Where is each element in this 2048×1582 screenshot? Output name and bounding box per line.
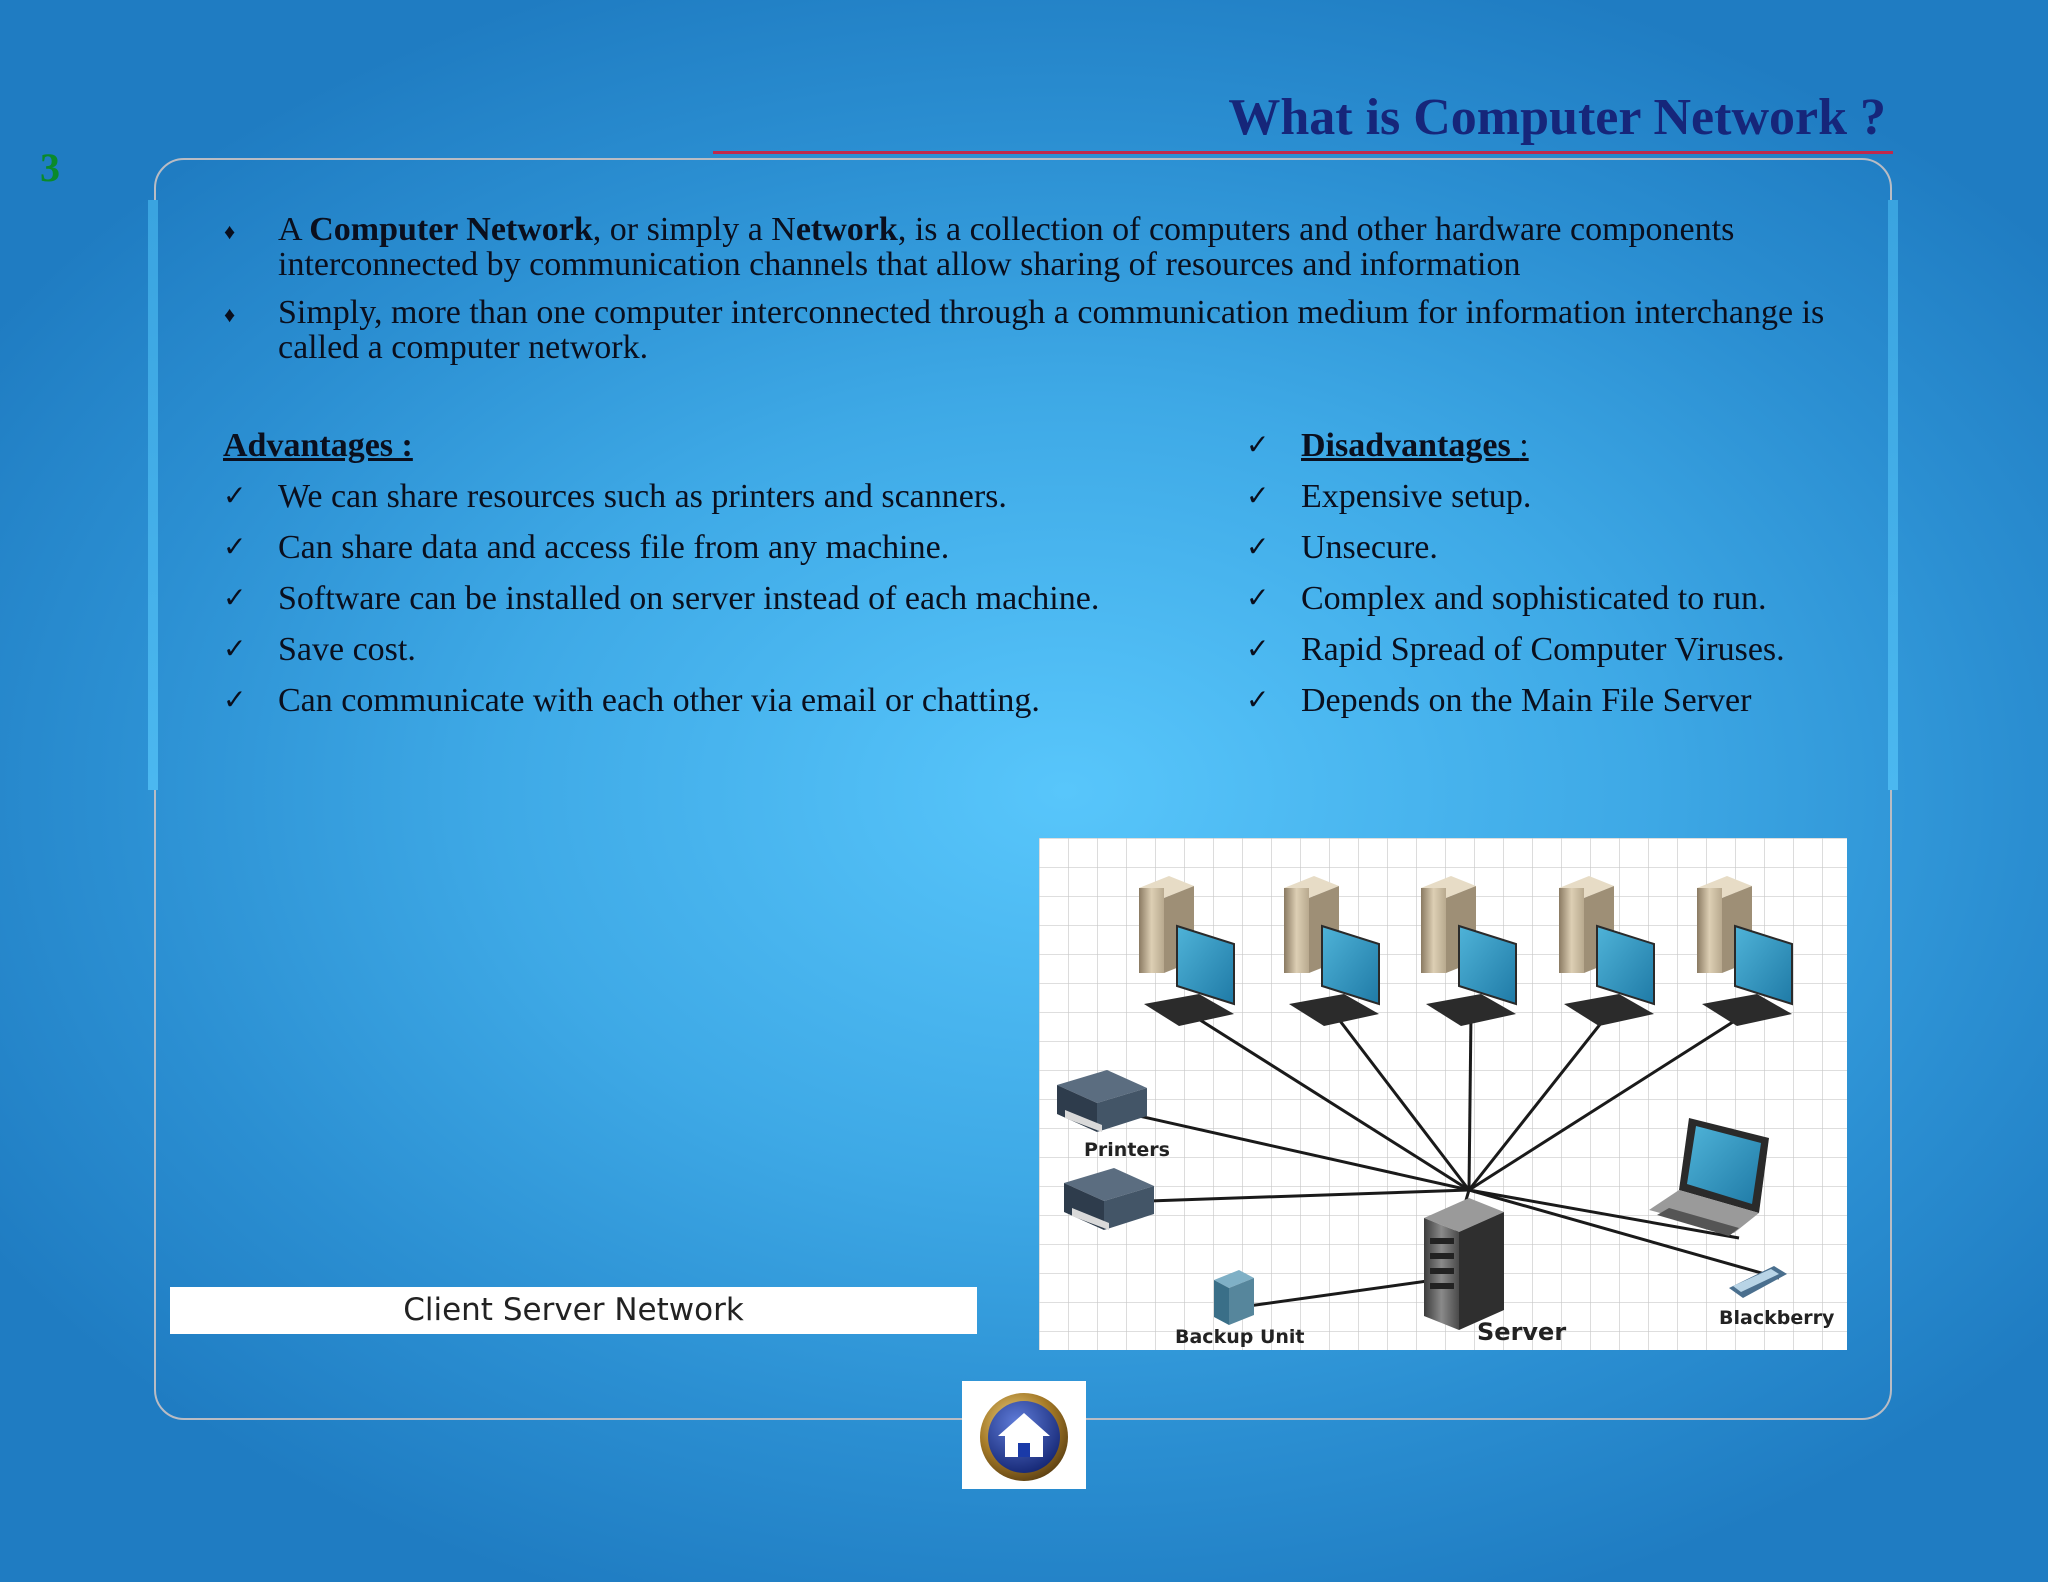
- server-icon: [1424, 1198, 1504, 1330]
- backup-unit-label: Backup Unit: [1175, 1326, 1305, 1348]
- checkmark-icon: ✓: [1246, 532, 1270, 563]
- intro-bullets: ♦ A Computer Network, or simply a Network…: [220, 212, 1850, 378]
- printers-label: Printers: [1084, 1139, 1170, 1161]
- diamond-bullet-icon: ♦: [224, 302, 236, 327]
- checkmark-icon: ✓: [223, 634, 247, 665]
- advantage-item: ✓Save cost.: [223, 629, 1203, 680]
- printer-icon: [1057, 1070, 1147, 1132]
- diagram-caption: Client Server Network: [170, 1287, 977, 1334]
- disadvantages-heading: ✓Disadvantages :: [1246, 425, 1886, 476]
- workstation-icon: [1139, 876, 1235, 1026]
- disadvantage-item: ✓Rapid Spread of Computer Viruses.: [1246, 629, 1886, 680]
- frame-gap-right: [1888, 200, 1898, 790]
- advantage-item: ✓We can share resources such as printers…: [223, 476, 1203, 527]
- backup-unit-icon: [1214, 1270, 1254, 1325]
- checkmark-icon: ✓: [223, 532, 247, 563]
- printer-icon: [1064, 1168, 1154, 1230]
- checkmark-icon: ✓: [223, 583, 247, 614]
- advantages-heading: Advantages :: [223, 427, 413, 464]
- checkmark-icon: ✓: [1246, 634, 1270, 665]
- advantage-item: ✓Can communicate with each other via ema…: [223, 680, 1203, 731]
- disadvantages-list: ✓Disadvantages : ✓Expensive setup. ✓Unse…: [1246, 425, 1886, 731]
- server-label: Server: [1477, 1318, 1566, 1346]
- laptop-icon: [1649, 1118, 1769, 1236]
- disadvantage-item: ✓Complex and sophisticated to run.: [1246, 578, 1886, 629]
- slide-title: What is Computer Network ?: [1228, 89, 1886, 146]
- intro-bullet: ♦ Simply, more than one computer intercon…: [220, 295, 1850, 365]
- workstation-icon: [1421, 876, 1517, 1026]
- disadvantage-item: ✓Depends on the Main File Server: [1246, 680, 1886, 731]
- home-button[interactable]: [962, 1381, 1086, 1489]
- workstation-icon: [1284, 876, 1380, 1026]
- disadvantage-item: ✓Expensive setup.: [1246, 476, 1886, 527]
- title-underline: [713, 151, 1893, 154]
- advantage-item: ✓Can share data and access file from any…: [223, 527, 1203, 578]
- advantages-list: Advantages : ✓We can share resources suc…: [223, 425, 1203, 731]
- disadvantage-item: ✓Unsecure.: [1246, 527, 1886, 578]
- checkmark-icon: ✓: [1246, 430, 1270, 461]
- intro-text: Simply, more than one computer interconn…: [278, 294, 1825, 366]
- intro-text: A Computer Network, or simply a Network,…: [278, 211, 1735, 283]
- network-diagram: Printers Backup Unit Server Blackberry: [1039, 838, 1847, 1350]
- advantage-item: ✓Software can be installed on server ins…: [223, 578, 1203, 629]
- slide-number: 3: [40, 145, 60, 190]
- checkmark-icon: ✓: [1246, 583, 1270, 614]
- checkmark-icon: ✓: [223, 481, 247, 512]
- blackberry-label: Blackberry: [1719, 1307, 1835, 1329]
- intro-bullet: ♦ A Computer Network, or simply a Network…: [220, 212, 1850, 282]
- network-links: [1138, 1011, 1780, 1310]
- checkmark-icon: ✓: [1246, 685, 1270, 716]
- checkmark-icon: ✓: [223, 685, 247, 716]
- diamond-bullet-icon: ♦: [224, 219, 236, 244]
- workstation-icon: [1697, 876, 1793, 1026]
- home-icon: [980, 1393, 1068, 1481]
- blackberry-icon: [1729, 1266, 1787, 1298]
- frame-gap-left: [148, 200, 158, 790]
- workstation-icon: [1559, 876, 1655, 1026]
- checkmark-icon: ✓: [1246, 481, 1270, 512]
